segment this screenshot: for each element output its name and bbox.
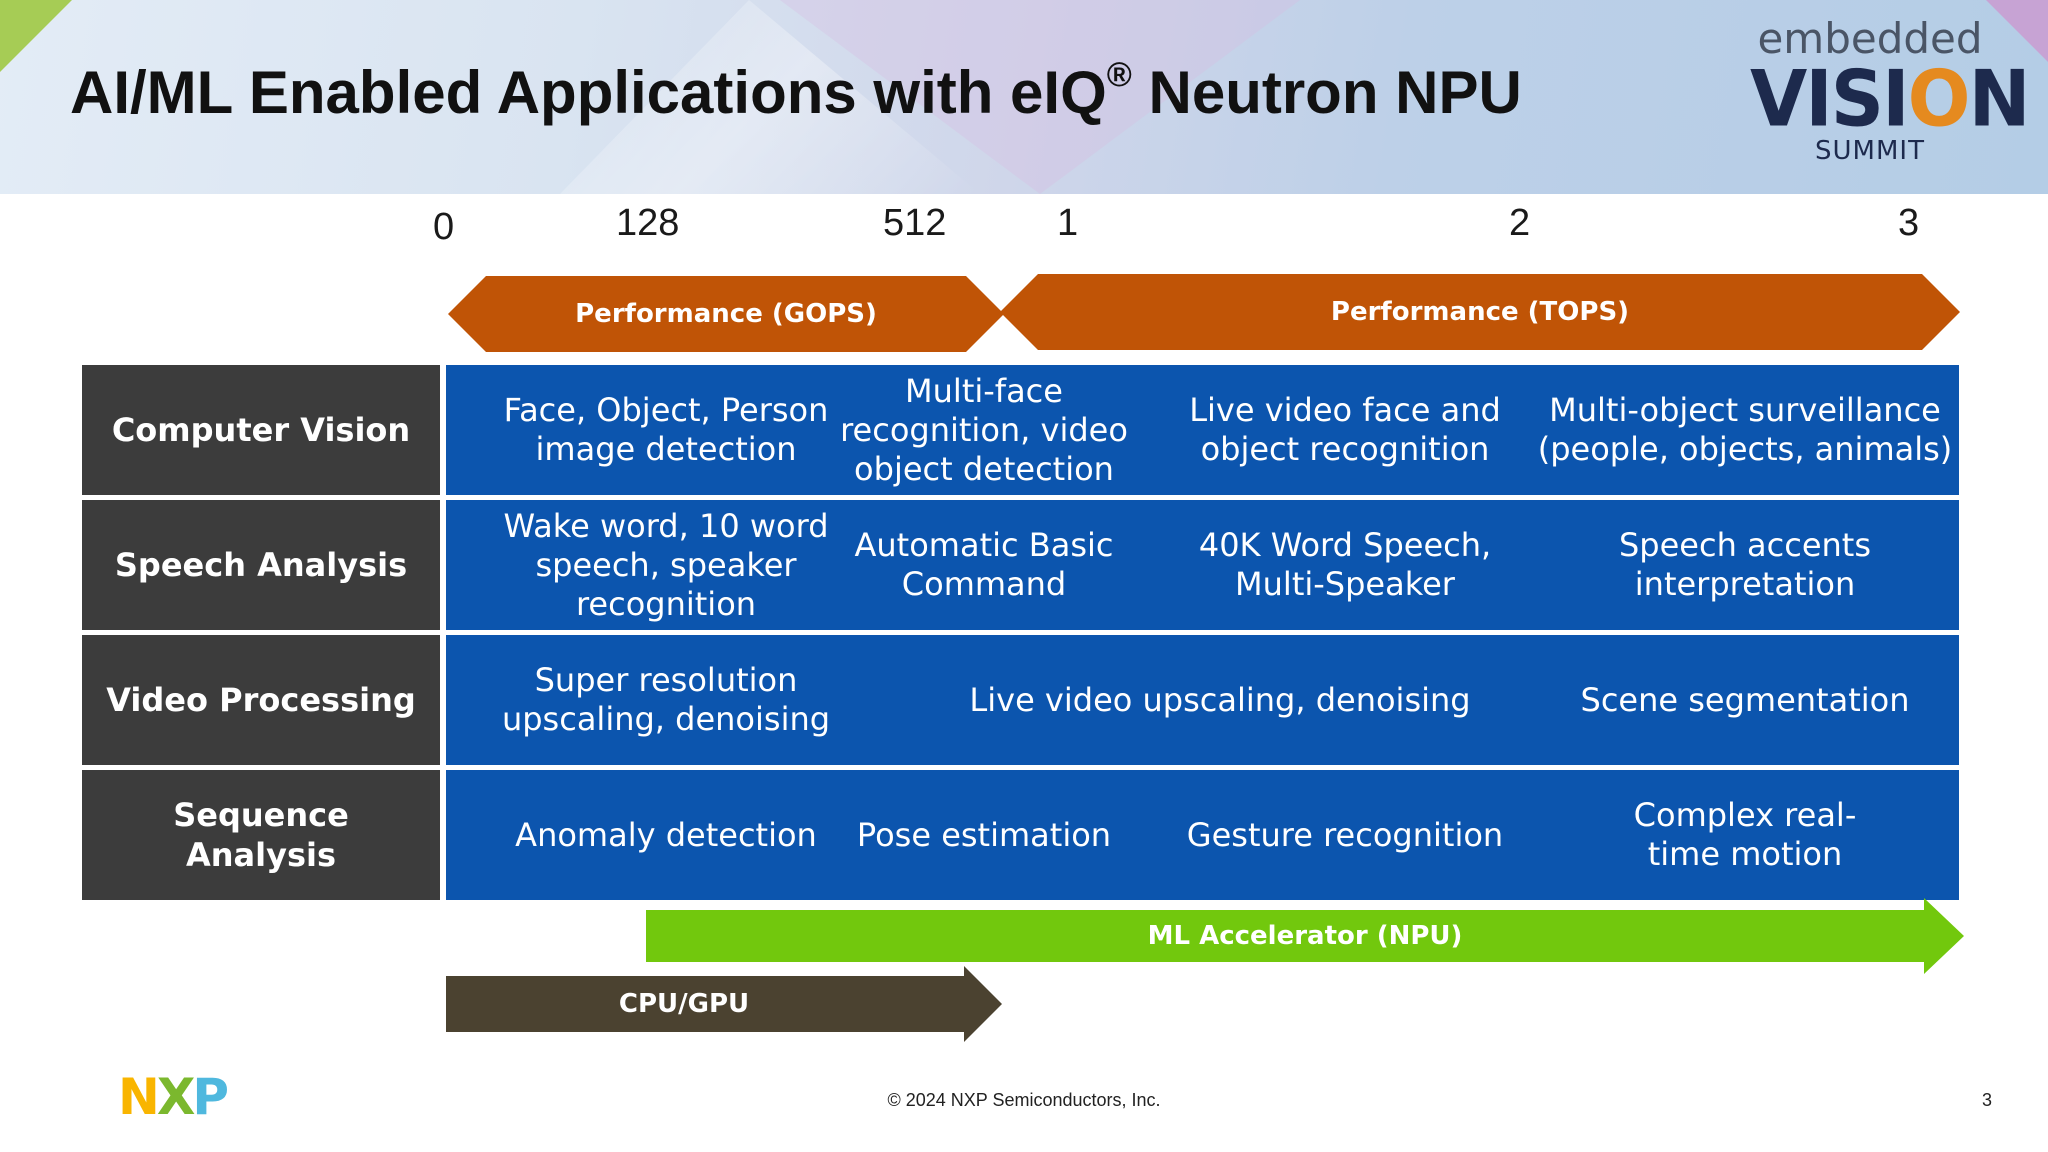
scale-tick-1: 1 [1057,202,1079,244]
row-label-sequence-analysis: Sequence Analysis [82,770,440,900]
performance-tops-label: Performance (TOPS) [1330,297,1630,327]
scale-tick-0: 0 [433,206,455,248]
cell-speech-tier3: 40K Word Speech, Multi-Speaker [1198,526,1492,603]
scale-tick-128: 128 [616,202,680,244]
cell-video-tier1: Super resolution upscaling, denoising [501,661,831,738]
cpu-gpu-arrow: CPU/GPU [446,966,1002,1042]
cell-speech-tier2: Automatic Basic Command [854,526,1114,603]
slide-title: AI/ML Enabled Applications with eIQ® Neu… [70,56,1522,126]
copyright-text: © 2024 NXP Semiconductors, Inc. [887,1090,1161,1110]
cell-seq-tier3: Gesture recognition [1186,815,1504,854]
header-banner: AI/ML Enabled Applications with eIQ® Neu… [0,0,2048,194]
nxp-logo: NXP [118,1068,229,1126]
performance-gops-arrow: Performance (GOPS) [448,276,1004,352]
cell-video-tier23: Live video upscaling, denoising [969,680,1471,719]
ml-accelerator-npu-label: ML Accelerator (NPU) [1147,921,1463,951]
cell-cv-tier3: Live video face and object recognition [1189,391,1501,468]
cell-seq-tier1: Anomaly detection [515,815,817,854]
ml-accelerator-npu-arrow: ML Accelerator (NPU) [646,898,1964,974]
cell-video-tier4: Scene segmentation [1580,680,1910,719]
page-number: 3 [1982,1090,1993,1110]
cell-speech-tier1: Wake word, 10 word speech, speaker recog… [503,506,829,623]
row-background-video-processing [446,635,1959,765]
cell-cv-tier4: Multi-object surveillance (people, objec… [1537,391,1953,468]
row-background-sequence-analysis [446,770,1959,900]
row-background-speech-analysis [446,500,1959,630]
cell-seq-tier2: Pose estimation [856,815,1112,854]
cpu-gpu-label: CPU/GPU [618,989,750,1019]
row-label-computer-vision: Computer Vision [82,365,440,495]
corner-accent-green [0,0,72,72]
cell-cv-tier1: Face, Object, Person image detection [503,391,829,468]
performance-gops-label: Performance (GOPS) [575,299,877,329]
cell-seq-tier4: Complex real-time motion [1633,796,1857,873]
scale-tick-2: 2 [1509,202,1531,244]
row-background-computer-vision [446,365,1959,495]
scale-tick-3: 3 [1898,202,1920,244]
corner-accent-pink [1986,0,2048,62]
row-label-video-processing: Video Processing [82,635,440,765]
cell-speech-tier4: Speech accents interpretation [1618,526,1872,603]
embedded-vision-summit-logo: embedded VISION SUMMIT [1750,14,2030,167]
scale-tick-512: 512 [883,202,947,244]
cell-cv-tier2: Multi-face recognition, video object det… [840,371,1128,488]
performance-tops-arrow: Performance (TOPS) [1000,274,1960,350]
row-label-speech-analysis: Speech Analysis [82,500,440,630]
